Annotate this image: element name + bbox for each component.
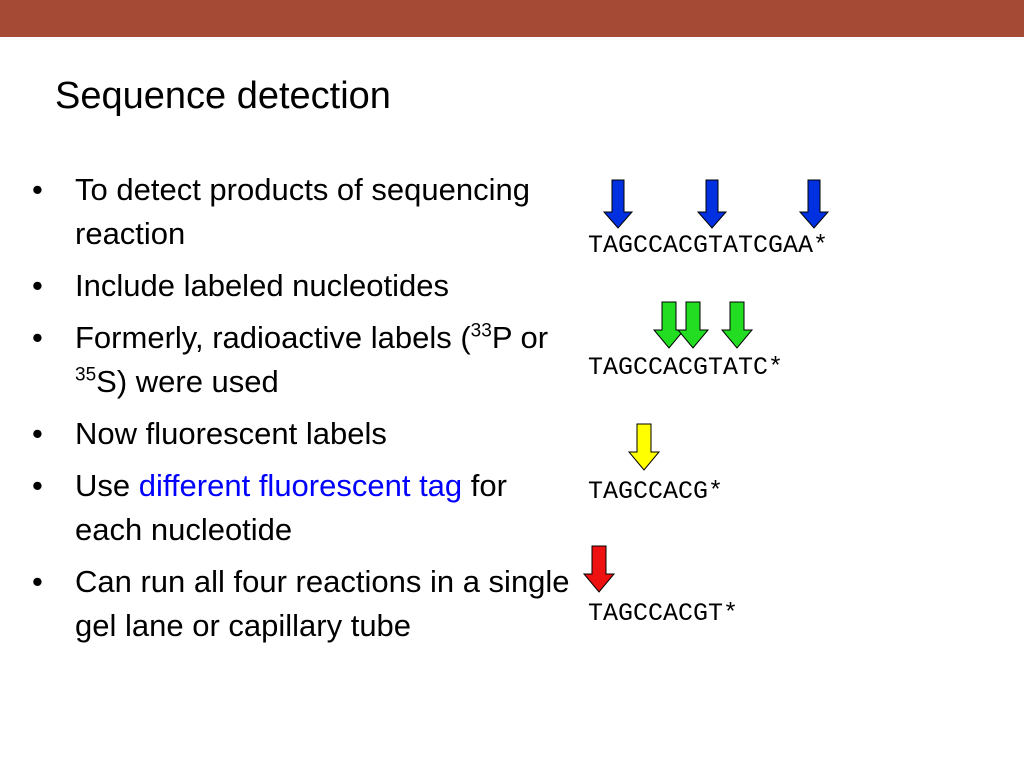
bullet-marker: •	[32, 268, 43, 303]
bullet-text-pre: Formerly, radioactive labels (	[75, 320, 471, 355]
bullet-marker: •	[32, 468, 43, 503]
sequence-label-2: TAGCCACGTATC*	[588, 353, 784, 382]
bullet-text-pre: Use	[75, 468, 139, 503]
bullet-marker: •	[32, 172, 43, 207]
bullet-marker: •	[32, 564, 43, 599]
bullet-item: • Formerly, radioactive labels (33P or 3…	[30, 316, 575, 404]
bullet-item: • Now fluorescent labels	[30, 412, 575, 456]
highlighted-phrase: different fluorescent tag	[138, 468, 463, 503]
bullet-text: Can run all four reactions in a single g…	[75, 564, 570, 643]
bullet-marker: •	[32, 416, 43, 451]
green-down-arrow-icon	[676, 301, 710, 349]
green-down-arrow-icon	[720, 301, 754, 349]
bullet-text-post: for each nucleotide	[75, 468, 507, 547]
sequence-label-1: TAGCCACGTATCGAA*	[588, 231, 829, 260]
blue-down-arrow-icon	[696, 179, 728, 229]
red-down-arrow-icon	[582, 545, 616, 593]
bullet-item: • To detect products of sequencing react…	[30, 168, 575, 256]
bullet-marker: •	[32, 320, 43, 355]
bullet-text: Now fluorescent labels	[75, 416, 387, 451]
bullet-item: • Use different fluorescent tag for each…	[30, 464, 575, 552]
yellow-down-arrow-icon	[627, 423, 661, 471]
sequence-label-4: TAGCCACGT*	[588, 599, 739, 628]
bullet-item: • Can run all four reactions in a single…	[30, 560, 575, 648]
blue-down-arrow-icon	[798, 179, 830, 229]
bullet-text-post: S) were used	[96, 364, 279, 399]
green-down-arrow-icon	[652, 301, 686, 349]
bullet-text-mid: P or	[491, 320, 549, 355]
bullet-text: Include labeled nucleotides	[75, 268, 449, 303]
bullet-item: • Include labeled nucleotides	[30, 264, 575, 308]
blue-down-arrow-icon	[602, 179, 634, 229]
isotope-mass-33: 33	[470, 320, 492, 342]
isotope-mass-35: 35	[75, 364, 97, 386]
slide-title: Sequence detection	[55, 75, 391, 117]
top-accent-bar	[0, 0, 1024, 37]
bullet-text: To detect products of sequencing reactio…	[75, 172, 530, 251]
bullet-list: • To detect products of sequencing react…	[30, 168, 575, 656]
sequence-label-3: TAGCCACG*	[588, 477, 724, 506]
